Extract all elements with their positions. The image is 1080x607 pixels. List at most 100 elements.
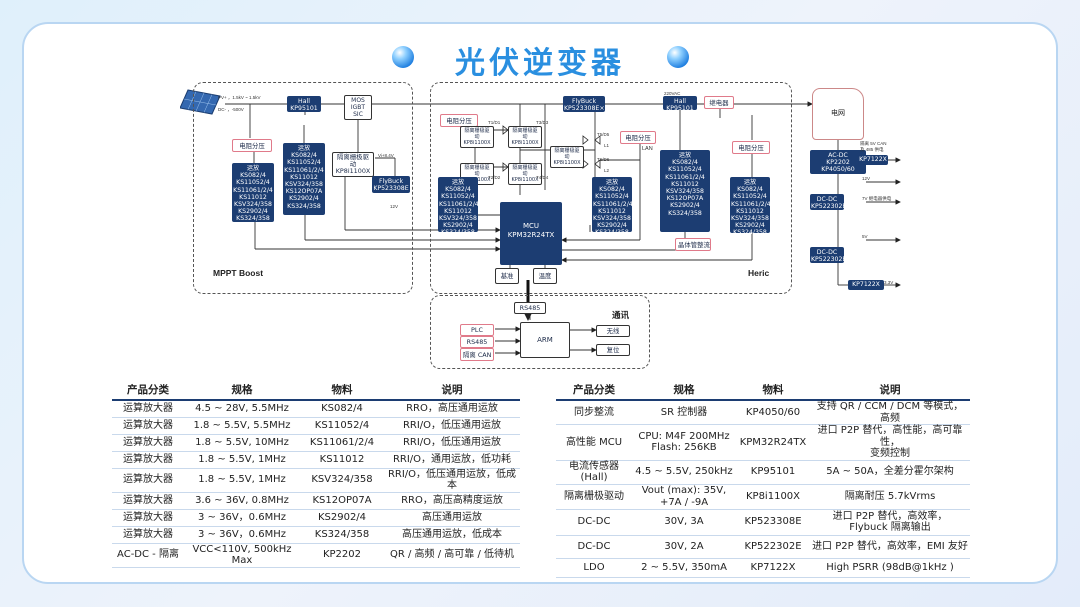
table-cell: 隔离耐压 5.7kVrms	[810, 484, 970, 510]
heric-label: Heric	[748, 268, 770, 278]
table-cell: KP8i1100X	[736, 484, 810, 510]
gate-driver-d: 隔离栅极驱动 KP8i1100X	[508, 163, 542, 185]
table-cell: RRO，高压高精度运放	[384, 492, 520, 510]
flybuck-mppt-output: 12V	[390, 204, 399, 209]
temperature-box: 温度	[533, 268, 557, 284]
flybuck-mppt: FlyBuck KP523308E	[372, 176, 410, 193]
table-cell: 电流传感器 (Hall)	[556, 460, 632, 485]
table-cell: 运算放大器	[112, 417, 184, 435]
hall-heric-voltage: 220VAC	[664, 91, 681, 96]
table-cell: 进口 P2P 替代，高效率，EMI 友好	[810, 535, 970, 559]
v5-label: 5V	[862, 234, 868, 239]
table-cell: KP523308E	[736, 509, 810, 536]
dc-minus-label: DC- ，-500V	[218, 107, 244, 112]
table-cell: KS11061/2/4	[300, 434, 384, 452]
title-orb-right-icon	[667, 46, 689, 68]
pv-plus-label: PV+ ，1.5kV ~ 1.5kV	[218, 95, 261, 100]
table-cell: 运算放大器	[112, 526, 184, 544]
switch-label-t3: T3/D3	[536, 120, 549, 125]
table-cell: 3 ~ 36V，0.6MHz	[184, 509, 300, 527]
dcdc-block-1: DC-DC KP522302E	[810, 194, 847, 211]
plc-box: PLC	[460, 324, 494, 336]
table-cell: 运算放大器	[112, 400, 184, 418]
table-cell: KP95101	[736, 460, 810, 485]
table-cell: VCC<110V, 500kHz Max	[184, 543, 300, 568]
table-cell: KP7122X	[736, 558, 810, 578]
col-header: 说明	[810, 380, 970, 401]
table-cell: 3.6 ~ 36V, 0.8MHz	[184, 492, 300, 510]
opamp-block-heric-4: 运放 KS082/4 KS11052/4 KS11061/2/4 KS11012…	[730, 177, 771, 237]
vcc-label: Vi+8.4V	[378, 153, 394, 158]
table-cell: SR 控制器	[632, 400, 736, 425]
switch-label-t2: T2/D2	[488, 175, 501, 180]
inductor-label-l1: L1	[604, 143, 610, 148]
table-cell: 1.8 ~ 5.5V, 10MHz	[184, 434, 300, 452]
grid-box: 电网	[812, 88, 864, 140]
table-cell: KS2902/4	[300, 509, 384, 527]
switch-label-t4: T4/D4	[536, 175, 549, 180]
table-cell: QR / 高频 / 高可靠 / 低待机	[384, 543, 520, 568]
table-cell: KP522302E	[736, 535, 810, 559]
hall-sensor-mppt: Hall KP95101	[287, 96, 321, 112]
opamp-block-mppt-2: 运放 KS082/4 KS11052/4 KS11061/2/4 KS11012…	[283, 143, 325, 215]
ldo-kp7122x-a: KP7122X	[858, 155, 888, 165]
table-cell: DC-DC	[556, 509, 632, 536]
table-cell: KP2202	[300, 543, 384, 568]
table-cell: KS12OP07A	[300, 492, 384, 510]
col-header: 规格	[184, 380, 300, 401]
table-cell: RRO，高压通用运放	[384, 400, 520, 418]
table-cell: 2 ~ 5.5V, 350mA	[632, 558, 736, 578]
table-cell: 30V, 3A	[632, 509, 736, 536]
v33-label: 3.3V	[884, 280, 894, 285]
mcu-block: MCU KPM32R24TX	[500, 202, 562, 265]
table-cell: 高压通用运放，低成本	[384, 526, 520, 544]
table-cell: 运算放大器	[112, 509, 184, 527]
lan-label: LAN	[642, 146, 653, 152]
table-cell: Vout (max): 35V, +7A / -9A	[632, 484, 736, 510]
resistor-divider-ac: 电阻分压	[620, 131, 656, 144]
col-header: 物料	[736, 380, 810, 401]
arm-block: ARM	[520, 322, 570, 358]
switch-label-t1: T1/D1	[488, 120, 501, 125]
table-cell: 1.8 ~ 5.5V, 5.5MHz	[184, 417, 300, 435]
resistor-divider-heric: 电阻分压	[440, 114, 478, 127]
isolated-can-box: 隔离 CAN	[460, 348, 494, 361]
resistor-divider-mppt: 电阻分压	[232, 139, 272, 152]
table-cell: 运算放大器	[112, 451, 184, 469]
hall-sensor-heric: Hall KP95101	[663, 96, 697, 112]
wireless-box: 无线	[596, 325, 630, 337]
table-cell: 运算放大器	[112, 434, 184, 452]
solar-panel-icon	[180, 89, 221, 115]
col-header: 规格	[632, 380, 736, 401]
switch-label-t6: T6/D6	[597, 157, 610, 162]
table-cell: 支持 QR / CCM / DCM 等模式，高频	[810, 400, 970, 425]
table-cell: KS11012	[300, 451, 384, 469]
table-cell: DC-DC	[556, 535, 632, 559]
title-orb-left-icon	[392, 46, 414, 68]
gate-driver-mppt: 隔离栅极驱动 KP8i1100X	[332, 152, 374, 177]
table-cell: KSV324/358	[300, 468, 384, 493]
table-cell: 高性能 MCU	[556, 424, 632, 461]
acdc-block: AC-DC KP2202 KP4050/60	[810, 150, 866, 174]
table-cell: 1.8 ~ 5.5V, 1MHz	[184, 468, 300, 493]
table-cell: LDO	[556, 558, 632, 578]
table-cell: 1.8 ~ 5.5V, 1MHz	[184, 451, 300, 469]
table-cell: 4.5 ~ 28V, 5.5MHz	[184, 400, 300, 418]
opamp-block-heric-1: 运放 KS082/4 KS11052/4 KS11061/2/4 KS11012…	[438, 177, 479, 237]
comm-label: 通讯	[612, 310, 630, 320]
table-cell: KPM32R24TX	[736, 424, 810, 461]
table-cell: 进口 P2P 替代，高效率， Flybuck 隔离输出	[810, 509, 970, 536]
switch-label-t5: T5/D5	[597, 132, 610, 137]
mos-igbt-sic-switch: MOS IGBT SIC	[344, 95, 372, 120]
